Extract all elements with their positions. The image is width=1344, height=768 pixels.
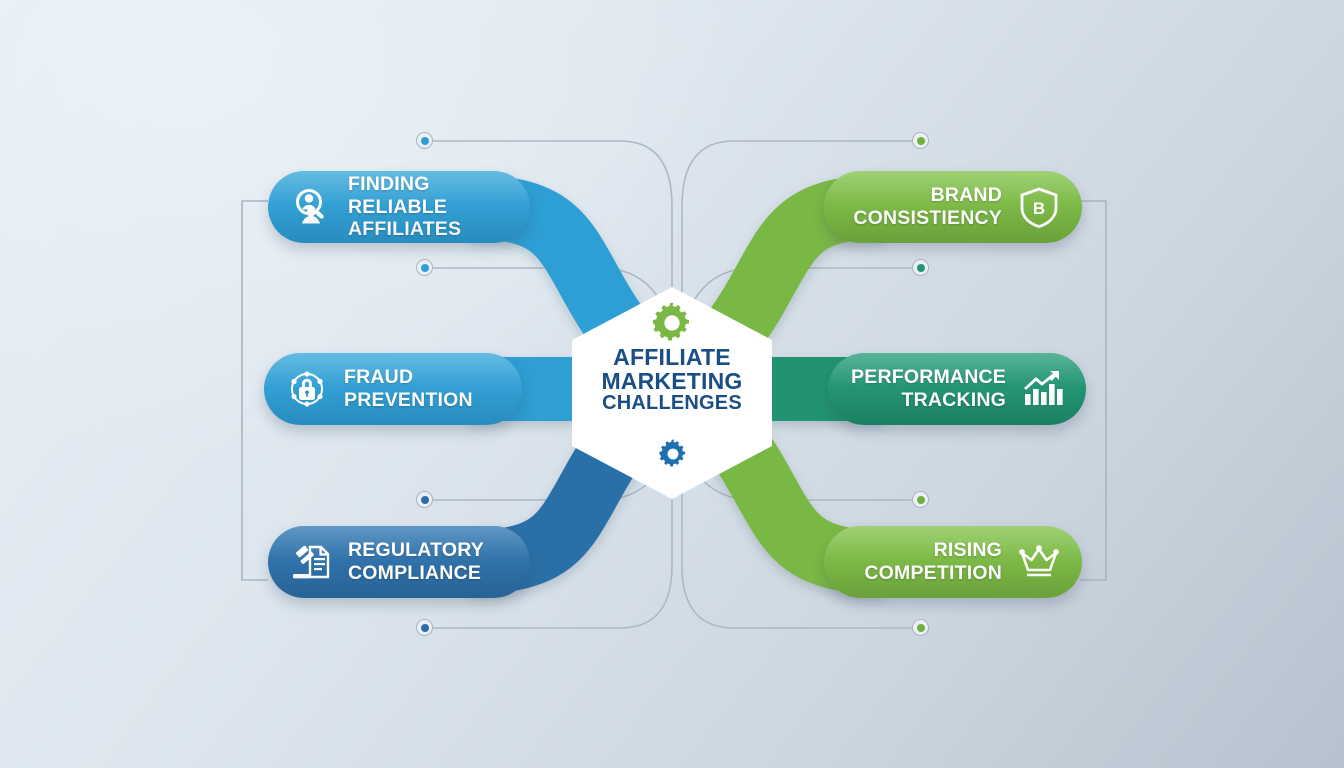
shield-b-icon: B bbox=[1016, 184, 1062, 230]
branch-label: BRAND CONSISTIENCY bbox=[853, 184, 1002, 229]
branch-label: REGULATORY COMPLIANCE bbox=[348, 539, 484, 584]
node-dot-right-top[interactable] bbox=[912, 132, 929, 149]
node-dot-left-lower-mid[interactable] bbox=[416, 491, 433, 508]
branch-brand-consistiency[interactable]: BRAND CONSISTIENCY B bbox=[824, 171, 1082, 243]
branch-label: FRAUD PREVENTION bbox=[344, 366, 473, 411]
network-lock-icon bbox=[284, 366, 330, 412]
crown-icon bbox=[1016, 539, 1062, 585]
branch-label: RISING COMPETITION bbox=[864, 539, 1002, 584]
gear-icon-bottom bbox=[658, 439, 688, 474]
branch-finding-reliable-affiliates[interactable]: FINDING RELIABLE AFFILIATES bbox=[268, 171, 530, 243]
bar-chart-growth-icon bbox=[1020, 366, 1066, 412]
branch-performance-tracking[interactable]: PERFORMANCE TRACKING bbox=[828, 353, 1086, 425]
gavel-document-icon bbox=[288, 539, 334, 585]
center-title-line1: AFFILIATE bbox=[613, 344, 731, 370]
node-dot-right-lower-mid[interactable] bbox=[912, 491, 929, 508]
branch-fraud-prevention[interactable]: FRAUD PREVENTION bbox=[264, 353, 522, 425]
branch-label: FINDING RELIABLE AFFILIATES bbox=[348, 173, 462, 241]
left-group-bracket bbox=[241, 200, 268, 581]
center-title: AFFILIATE MARKETING CHALLENGES bbox=[572, 345, 772, 414]
node-dot-right-upper-mid[interactable] bbox=[912, 259, 929, 276]
node-dot-left-upper-mid[interactable] bbox=[416, 259, 433, 276]
branch-rising-competition[interactable]: RISING COMPETITION bbox=[824, 526, 1082, 598]
gear-icon-top bbox=[651, 302, 693, 349]
center-title-line3: CHALLENGES bbox=[602, 392, 742, 415]
person-search-icon bbox=[288, 184, 334, 230]
right-group-bracket bbox=[1080, 200, 1107, 581]
node-dot-left-bottom[interactable] bbox=[416, 619, 433, 636]
center-node[interactable]: AFFILIATE MARKETING CHALLENGES bbox=[568, 283, 776, 503]
node-dot-right-bottom[interactable] bbox=[912, 619, 929, 636]
node-dot-left-top[interactable] bbox=[416, 132, 433, 149]
svg-text:B: B bbox=[1033, 199, 1045, 218]
branch-label: PERFORMANCE TRACKING bbox=[851, 366, 1006, 411]
center-title-line2: MARKETING bbox=[601, 368, 743, 395]
branch-regulatory-compliance[interactable]: REGULATORY COMPLIANCE bbox=[268, 526, 530, 598]
